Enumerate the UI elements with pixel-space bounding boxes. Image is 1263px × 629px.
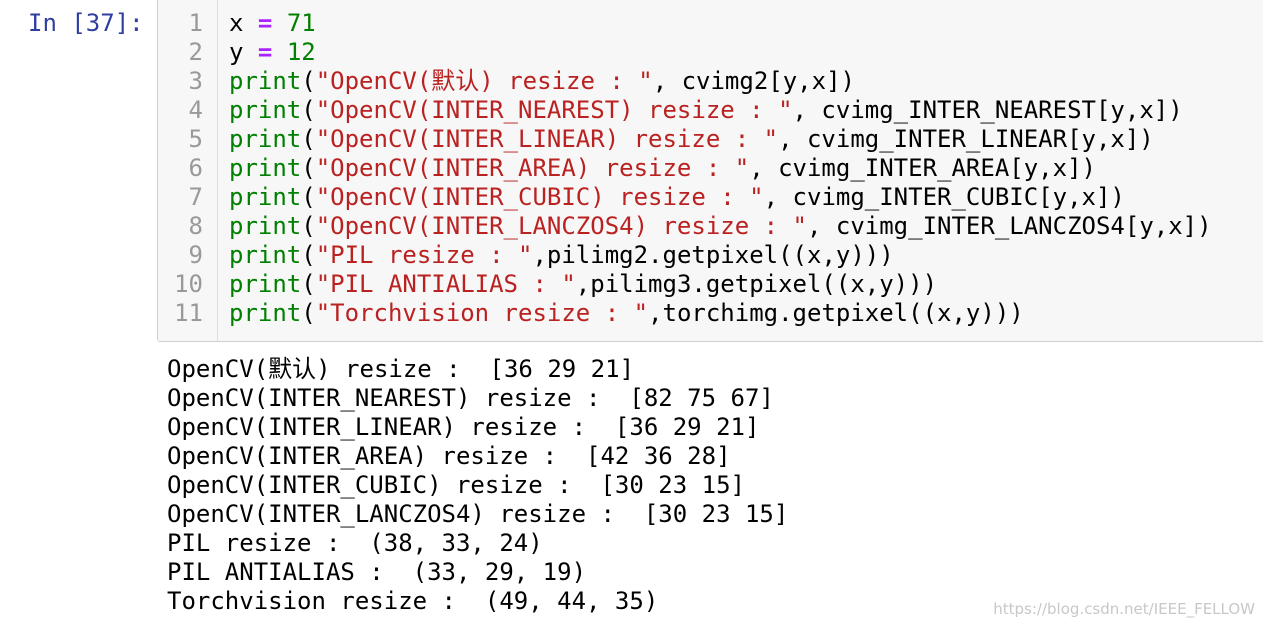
line-number: 5 <box>188 125 203 153</box>
code-line[interactable]: y = 12 <box>229 38 316 67</box>
code-token-str: "PIL resize : " <box>315 241 533 269</box>
code-token-plain: , cvimg_INTER_CUBIC[y,x]) <box>763 183 1125 211</box>
code-token-plain: ( <box>301 183 316 211</box>
code-token-plain: ( <box>301 96 316 124</box>
code-token-num: 71 <box>286 9 316 37</box>
code-token-plain: , cvimg_INTER_NEAREST[y,x]) <box>792 96 1183 124</box>
output-line: OpenCV(INTER_LINEAR) resize : [36 29 21] <box>167 413 760 441</box>
code-line[interactable]: print("Torchvision resize : ",torchimg.g… <box>229 299 1024 328</box>
code-token-kw: print <box>229 125 302 153</box>
code-token-kw: print <box>229 212 302 240</box>
code-token-num: 12 <box>286 38 316 66</box>
code-token-op: = <box>257 38 273 66</box>
code-token-plain: ,pilimg2.getpixel((x,y))) <box>532 241 894 269</box>
code-token-str: "OpenCV(INTER_AREA) resize : " <box>315 154 750 182</box>
code-line[interactable]: print("OpenCV(INTER_LANCZOS4) resize : "… <box>229 212 1212 241</box>
output-line: PIL resize : (38, 33, 24) <box>167 529 543 557</box>
code-token-plain: , cvimg_INTER_LINEAR[y,x]) <box>778 125 1154 153</box>
line-number: 11 <box>174 299 203 327</box>
code-token-str: "OpenCV(INTER_CUBIC) resize : " <box>315 183 764 211</box>
code-token-str: "OpenCV(INTER_LINEAR) resize : " <box>315 125 779 153</box>
code-line[interactable]: x = 71 <box>229 9 316 38</box>
code-token-kw: print <box>229 67 302 95</box>
code-token-str: "OpenCV(INTER_NEAREST) resize : " <box>315 96 793 124</box>
code-token-kw: print <box>229 154 302 182</box>
line-number: 10 <box>174 270 203 298</box>
code-token-kw: print <box>229 270 302 298</box>
code-line[interactable]: print("OpenCV(默认) resize : ", cvimg2[y,x… <box>229 67 855 96</box>
line-number: 8 <box>188 212 203 240</box>
line-number: 4 <box>188 96 203 124</box>
code-line[interactable]: print("PIL resize : ",pilimg2.getpixel((… <box>229 241 894 270</box>
code-token-plain: ( <box>301 154 316 182</box>
code-line[interactable]: print("OpenCV(INTER_AREA) resize : ", cv… <box>229 154 1096 183</box>
output-line: Torchvision resize : (49, 44, 35) <box>167 587 659 615</box>
input-prompt: In [37]: <box>28 9 144 37</box>
code-token-plain: ( <box>301 212 316 240</box>
code-token-plain: , cvimg_INTER_LANCZOS4[y,x]) <box>806 212 1212 240</box>
line-number: 3 <box>188 67 203 95</box>
code-token-plain: ( <box>301 125 316 153</box>
line-number: 9 <box>188 241 203 269</box>
code-token-str: "PIL ANTIALIAS : " <box>315 270 576 298</box>
code-token-kw: print <box>229 241 302 269</box>
output-line: PIL ANTIALIAS : (33, 29, 19) <box>167 558 587 586</box>
code-token-plain: ( <box>301 270 316 298</box>
code-token-plain <box>272 38 286 66</box>
code-line[interactable]: print("PIL ANTIALIAS : ",pilimg3.getpixe… <box>229 270 937 299</box>
code-token-plain: ( <box>301 299 316 327</box>
code-token-kw: print <box>229 96 302 124</box>
output-line: OpenCV(INTER_LANCZOS4) resize : [30 23 1… <box>167 500 789 528</box>
output-line: OpenCV(INTER_AREA) resize : [42 36 28] <box>167 442 731 470</box>
code-token-op: = <box>257 9 273 37</box>
code-token-plain <box>272 9 286 37</box>
line-number: 7 <box>188 183 203 211</box>
code-line[interactable]: print("OpenCV(INTER_CUBIC) resize : ", c… <box>229 183 1125 212</box>
code-token-plain: ,pilimg3.getpixel((x,y))) <box>575 270 938 298</box>
code-token-str: "OpenCV(默认) resize : " <box>315 67 653 95</box>
code-token-kw: print <box>229 299 302 327</box>
code-token-plain: ( <box>301 241 316 269</box>
output-line: OpenCV(INTER_CUBIC) resize : [30 23 15] <box>167 471 745 499</box>
code-token-plain: x <box>229 9 258 37</box>
line-number: 1 <box>188 9 203 37</box>
code-line[interactable]: print("OpenCV(INTER_LINEAR) resize : ", … <box>229 125 1154 154</box>
code-token-plain: , cvimg_INTER_AREA[y,x]) <box>749 154 1096 182</box>
line-number: 6 <box>188 154 203 182</box>
output-line: OpenCV(INTER_NEAREST) resize : [82 75 67… <box>167 384 774 412</box>
code-token-str: "OpenCV(INTER_LANCZOS4) resize : " <box>315 212 807 240</box>
watermark: https://blog.csdn.net/IEEE_FELLOW <box>993 600 1255 618</box>
code-token-kw: print <box>229 183 302 211</box>
code-token-plain: y <box>229 38 258 66</box>
line-number: 2 <box>188 38 203 66</box>
code-line[interactable]: print("OpenCV(INTER_NEAREST) resize : ",… <box>229 96 1183 125</box>
output-line: OpenCV(默认) resize : [36 29 21] <box>167 355 635 383</box>
code-token-str: "Torchvision resize : " <box>315 299 649 327</box>
code-token-plain: ,torchimg.getpixel((x,y))) <box>648 299 1024 327</box>
code-token-plain: ( <box>301 67 316 95</box>
code-token-plain: , cvimg2[y,x]) <box>652 67 855 95</box>
